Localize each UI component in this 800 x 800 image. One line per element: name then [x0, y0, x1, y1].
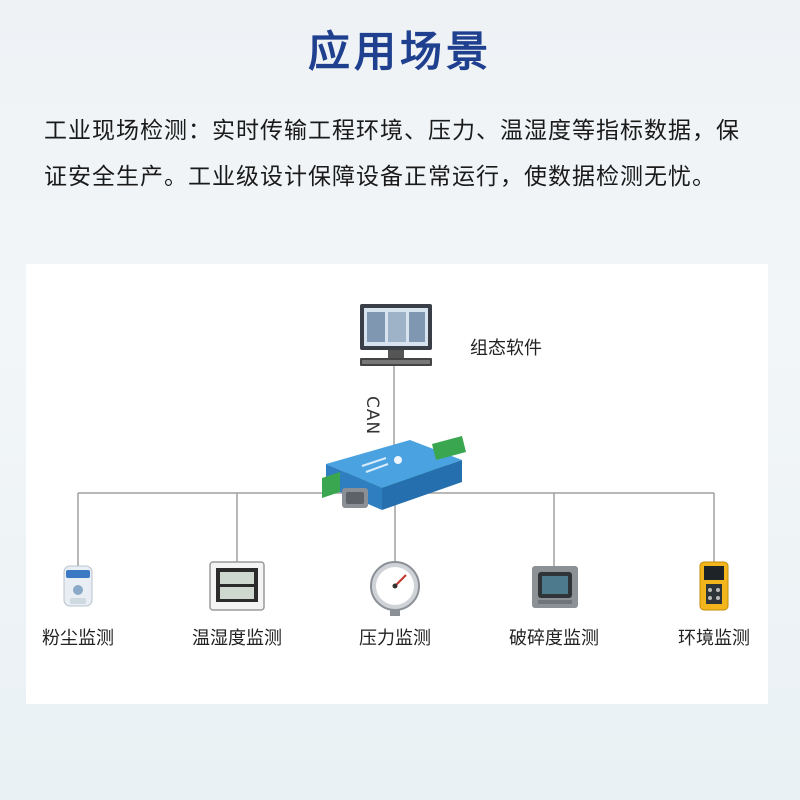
environment-meter-icon: [699, 561, 729, 611]
dust-sensor-icon: [63, 565, 93, 607]
temperature-humidity-meter-icon: [209, 561, 265, 611]
device-label-fragmentation: 破碎度监测: [509, 628, 599, 649]
can-bus-label: CAN: [362, 396, 382, 436]
computer-icon: [360, 304, 432, 366]
network-diagram: [63, 304, 729, 616]
page-title: 应用场景: [307, 27, 492, 76]
fragmentation-monitor-icon: [532, 566, 578, 608]
device-label-dust: 粉尘监测: [42, 628, 114, 649]
device-label-pressure: 压力监测: [359, 628, 431, 649]
can-gateway-icon: [322, 436, 466, 510]
device-label-temp-humidity: 温湿度监测: [192, 628, 282, 649]
network-diagram-panel: 组态软件 CAN 粉尘监测 温湿度监测 压力监测 破碎度监测 环境监测: [26, 264, 768, 704]
pressure-gauge-icon: [370, 561, 420, 616]
device-label-environment: 环境监测: [678, 628, 750, 649]
description-text: 工业现场检测：实时传输工程环境、压力、温湿度等指标数据，保证安全生产。工业级设计…: [44, 118, 740, 190]
software-label: 组态软件: [470, 338, 542, 359]
